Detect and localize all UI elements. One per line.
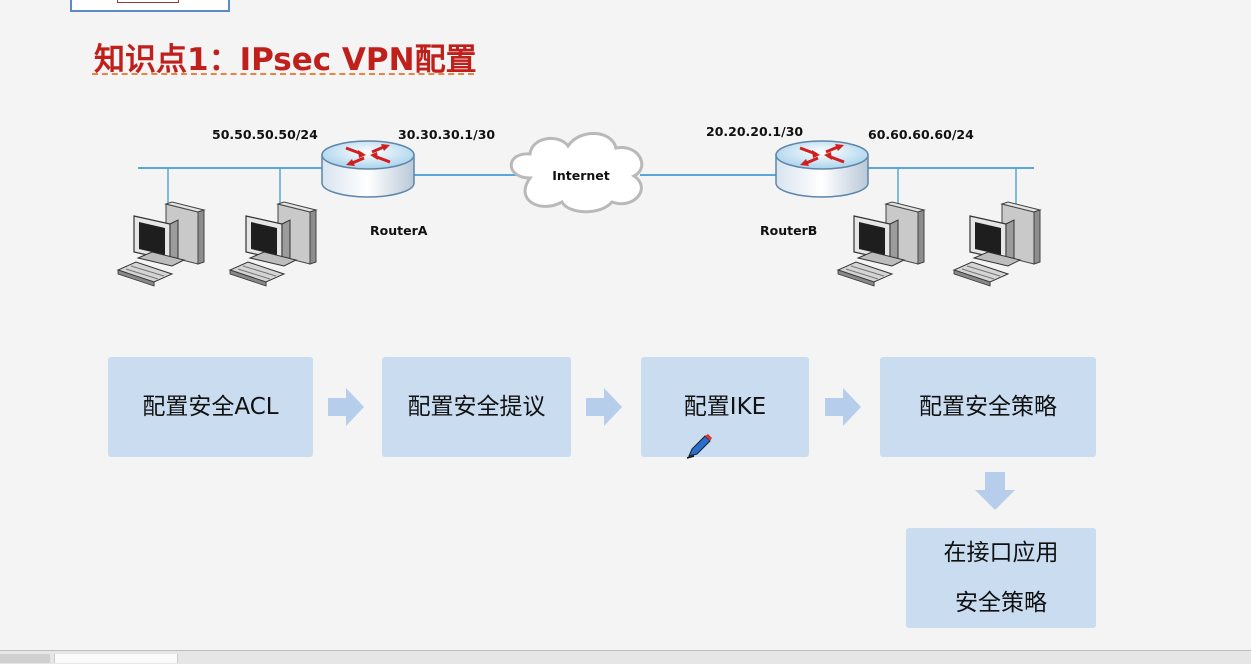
- right-subnet-label: 60.60.60.60/24: [868, 127, 974, 142]
- router-a-name: RouterA: [370, 223, 428, 238]
- step-configure-security-proposal: 配置安全提议: [382, 357, 571, 457]
- slide-title: 知识点1：IPsec VPN配置: [94, 42, 477, 78]
- previous-slide-thumbnail[interactable]: [70, 0, 230, 12]
- step-label: 配置安全ACL: [142, 394, 279, 420]
- left-pc-1-icon: [117, 201, 205, 287]
- slide: 知识点1：IPsec VPN配置: [70, 0, 1096, 628]
- left-pc-2-icon: [229, 201, 317, 287]
- right-pc-2-icon: [953, 201, 1041, 287]
- down-arrow-icon: [975, 472, 1015, 510]
- bottom-tab[interactable]: [54, 654, 178, 663]
- cloud-label: Internet: [552, 168, 610, 183]
- router-a-icon: [320, 139, 416, 199]
- step-label: 配置安全提议: [407, 394, 546, 420]
- title-underline: [92, 73, 474, 75]
- right-arrow-icon: [586, 388, 622, 426]
- network-topology: Internet 50.50.50.50/24 30.30.30.1/30 20…: [117, 124, 1041, 287]
- step-label-line1: 在接口应用: [943, 540, 1059, 566]
- left-subnet-label: 50.50.50.50/24: [212, 127, 318, 142]
- bottom-scrollbar[interactable]: [0, 650, 1251, 664]
- pen-cursor-icon: [686, 434, 712, 459]
- step-apply-policy-on-interface: 在接口应用 安全策略: [906, 528, 1096, 628]
- step-configure-security-policy: 配置安全策略: [880, 357, 1096, 457]
- step-label-line2: 安全策略: [955, 590, 1047, 616]
- step-configure-security-acl: 配置安全ACL: [108, 357, 313, 457]
- router-b-name: RouterB: [760, 223, 817, 238]
- right-arrow-icon: [825, 388, 861, 426]
- step-label: 配置IKE: [683, 394, 767, 420]
- router-b-wan-label: 20.20.20.1/30: [706, 124, 803, 139]
- bottom-tab[interactable]: [0, 654, 50, 663]
- internet-cloud-icon: [509, 132, 644, 214]
- router-a-wan-label: 30.30.30.1/30: [398, 127, 495, 142]
- step-label: 配置安全策略: [919, 394, 1057, 420]
- right-pc-1-icon: [837, 201, 925, 287]
- step-configure-ike: 配置IKE: [641, 357, 809, 457]
- router-b-icon: [774, 139, 870, 199]
- right-arrow-icon: [328, 388, 364, 426]
